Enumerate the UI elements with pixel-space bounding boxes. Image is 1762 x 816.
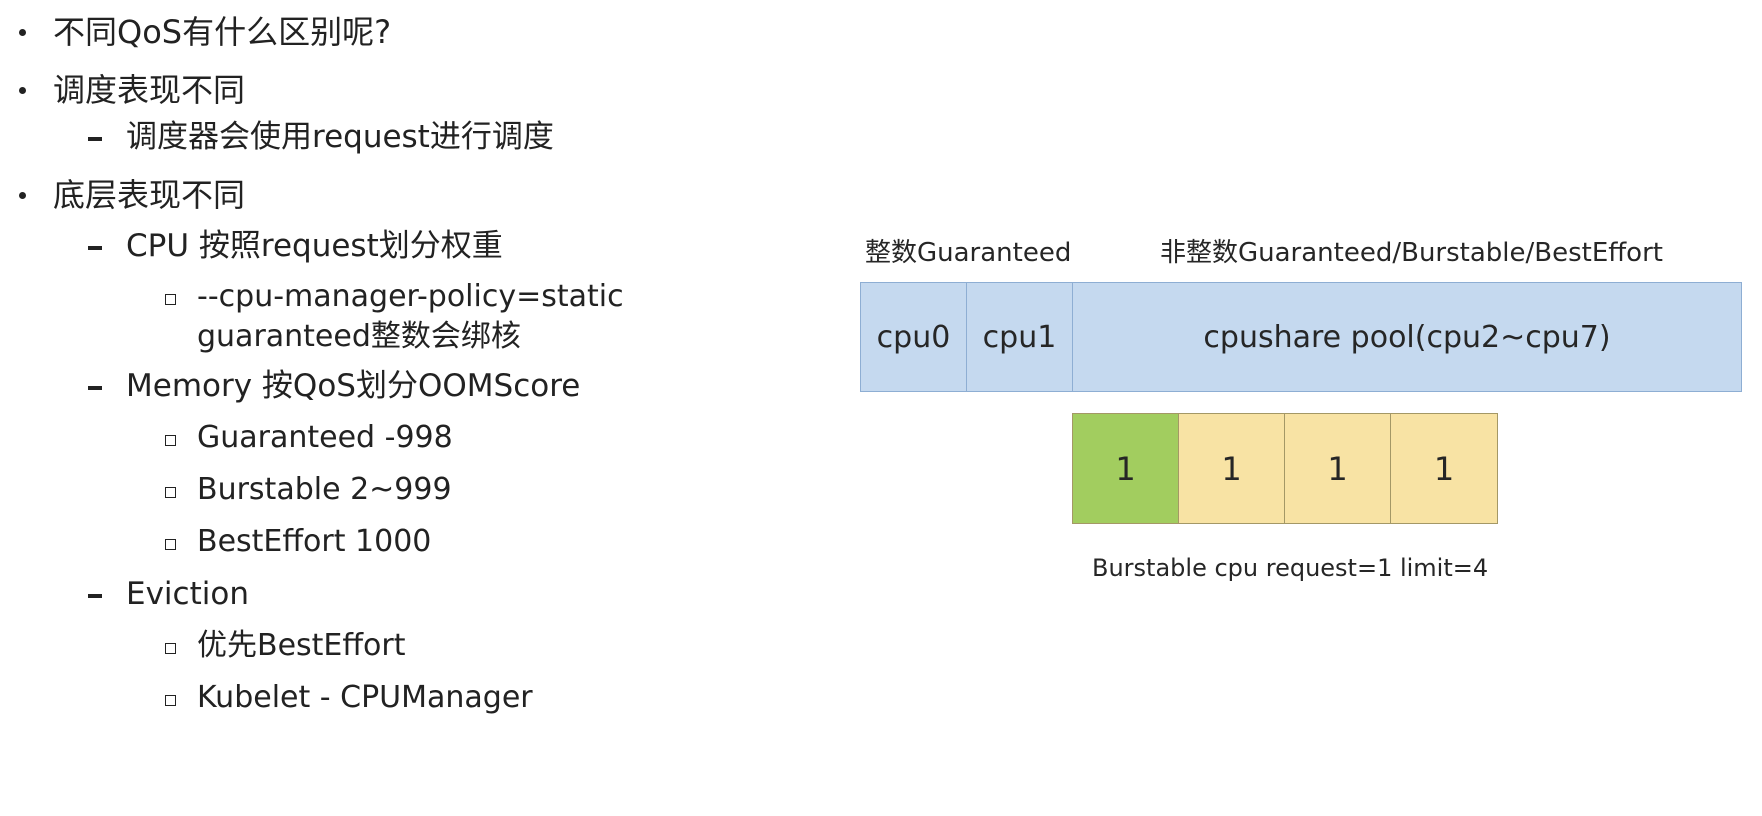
bullet-text: 优先BestEffort [197, 628, 406, 663]
bullet-text: Guaranteed -998 [197, 420, 453, 455]
bullet-text: 调度表现不同 [53, 71, 246, 109]
share-cell-request: 1 [1073, 414, 1179, 523]
share-cell-burst: 1 [1391, 414, 1497, 523]
square-bullet-icon [165, 294, 176, 305]
square-bullet-icon [165, 695, 176, 706]
bullet-text: BestEffort 1000 [197, 524, 432, 559]
square-bullet-icon [165, 643, 176, 654]
bullet-text: 不同QoS有什么区别呢? [53, 13, 392, 51]
square-bullet-icon [165, 539, 176, 550]
bullet-text: 底层表现不同 [53, 176, 246, 214]
bullet-dot-icon [16, 189, 28, 201]
bullet-dot-icon [16, 84, 28, 96]
cpu0-cell: cpu0 [861, 283, 967, 391]
cpu1-cell: cpu1 [967, 283, 1073, 391]
cpu-allocation-diagram: 整数Guaranteed 非整数Guaranteed/Burstable/Bes… [850, 220, 1750, 600]
share-cell-burst: 1 [1179, 414, 1285, 523]
dash-icon [88, 386, 102, 390]
cpushare-pool-cell: cpushare pool(cpu2~cpu7) [1203, 319, 1611, 355]
dash-icon [88, 594, 102, 598]
bullet-dot-icon [16, 26, 28, 38]
square-bullet-icon [165, 435, 176, 446]
share-cell-burst: 1 [1285, 414, 1391, 523]
bullet-text: Kubelet - CPUManager [197, 680, 533, 715]
bullet-outline: 不同QoS有什么区别呢? 调度表现不同 调度器会使用request进行调度 底层… [0, 0, 840, 816]
burstable-caption: Burstable cpu request=1 limit=4 [1092, 554, 1489, 582]
bullet-text: Burstable 2~999 [197, 472, 452, 507]
bullet-text: --cpu-manager-policy=static [197, 279, 624, 314]
bullet-text: Eviction [126, 576, 249, 612]
bullet-text: 调度器会使用request进行调度 [126, 119, 554, 155]
dash-icon [88, 137, 102, 141]
square-bullet-icon [165, 487, 176, 498]
cpu-row: cpu0 cpu1 cpushare pool(cpu2~cpu7) [860, 282, 1742, 392]
bullet-text: CPU 按照request划分权重 [126, 228, 503, 264]
bullet-text: Memory 按QoS划分OOMScore [126, 368, 581, 404]
burstable-share-row: 1 1 1 1 [1072, 413, 1498, 524]
header-integer-guaranteed: 整数Guaranteed [865, 238, 1072, 268]
header-shared-pool-classes: 非整数Guaranteed/Burstable/BestEffort [1160, 238, 1663, 268]
bullet-text: guaranteed整数会绑核 [197, 319, 521, 354]
dash-icon [88, 246, 102, 250]
